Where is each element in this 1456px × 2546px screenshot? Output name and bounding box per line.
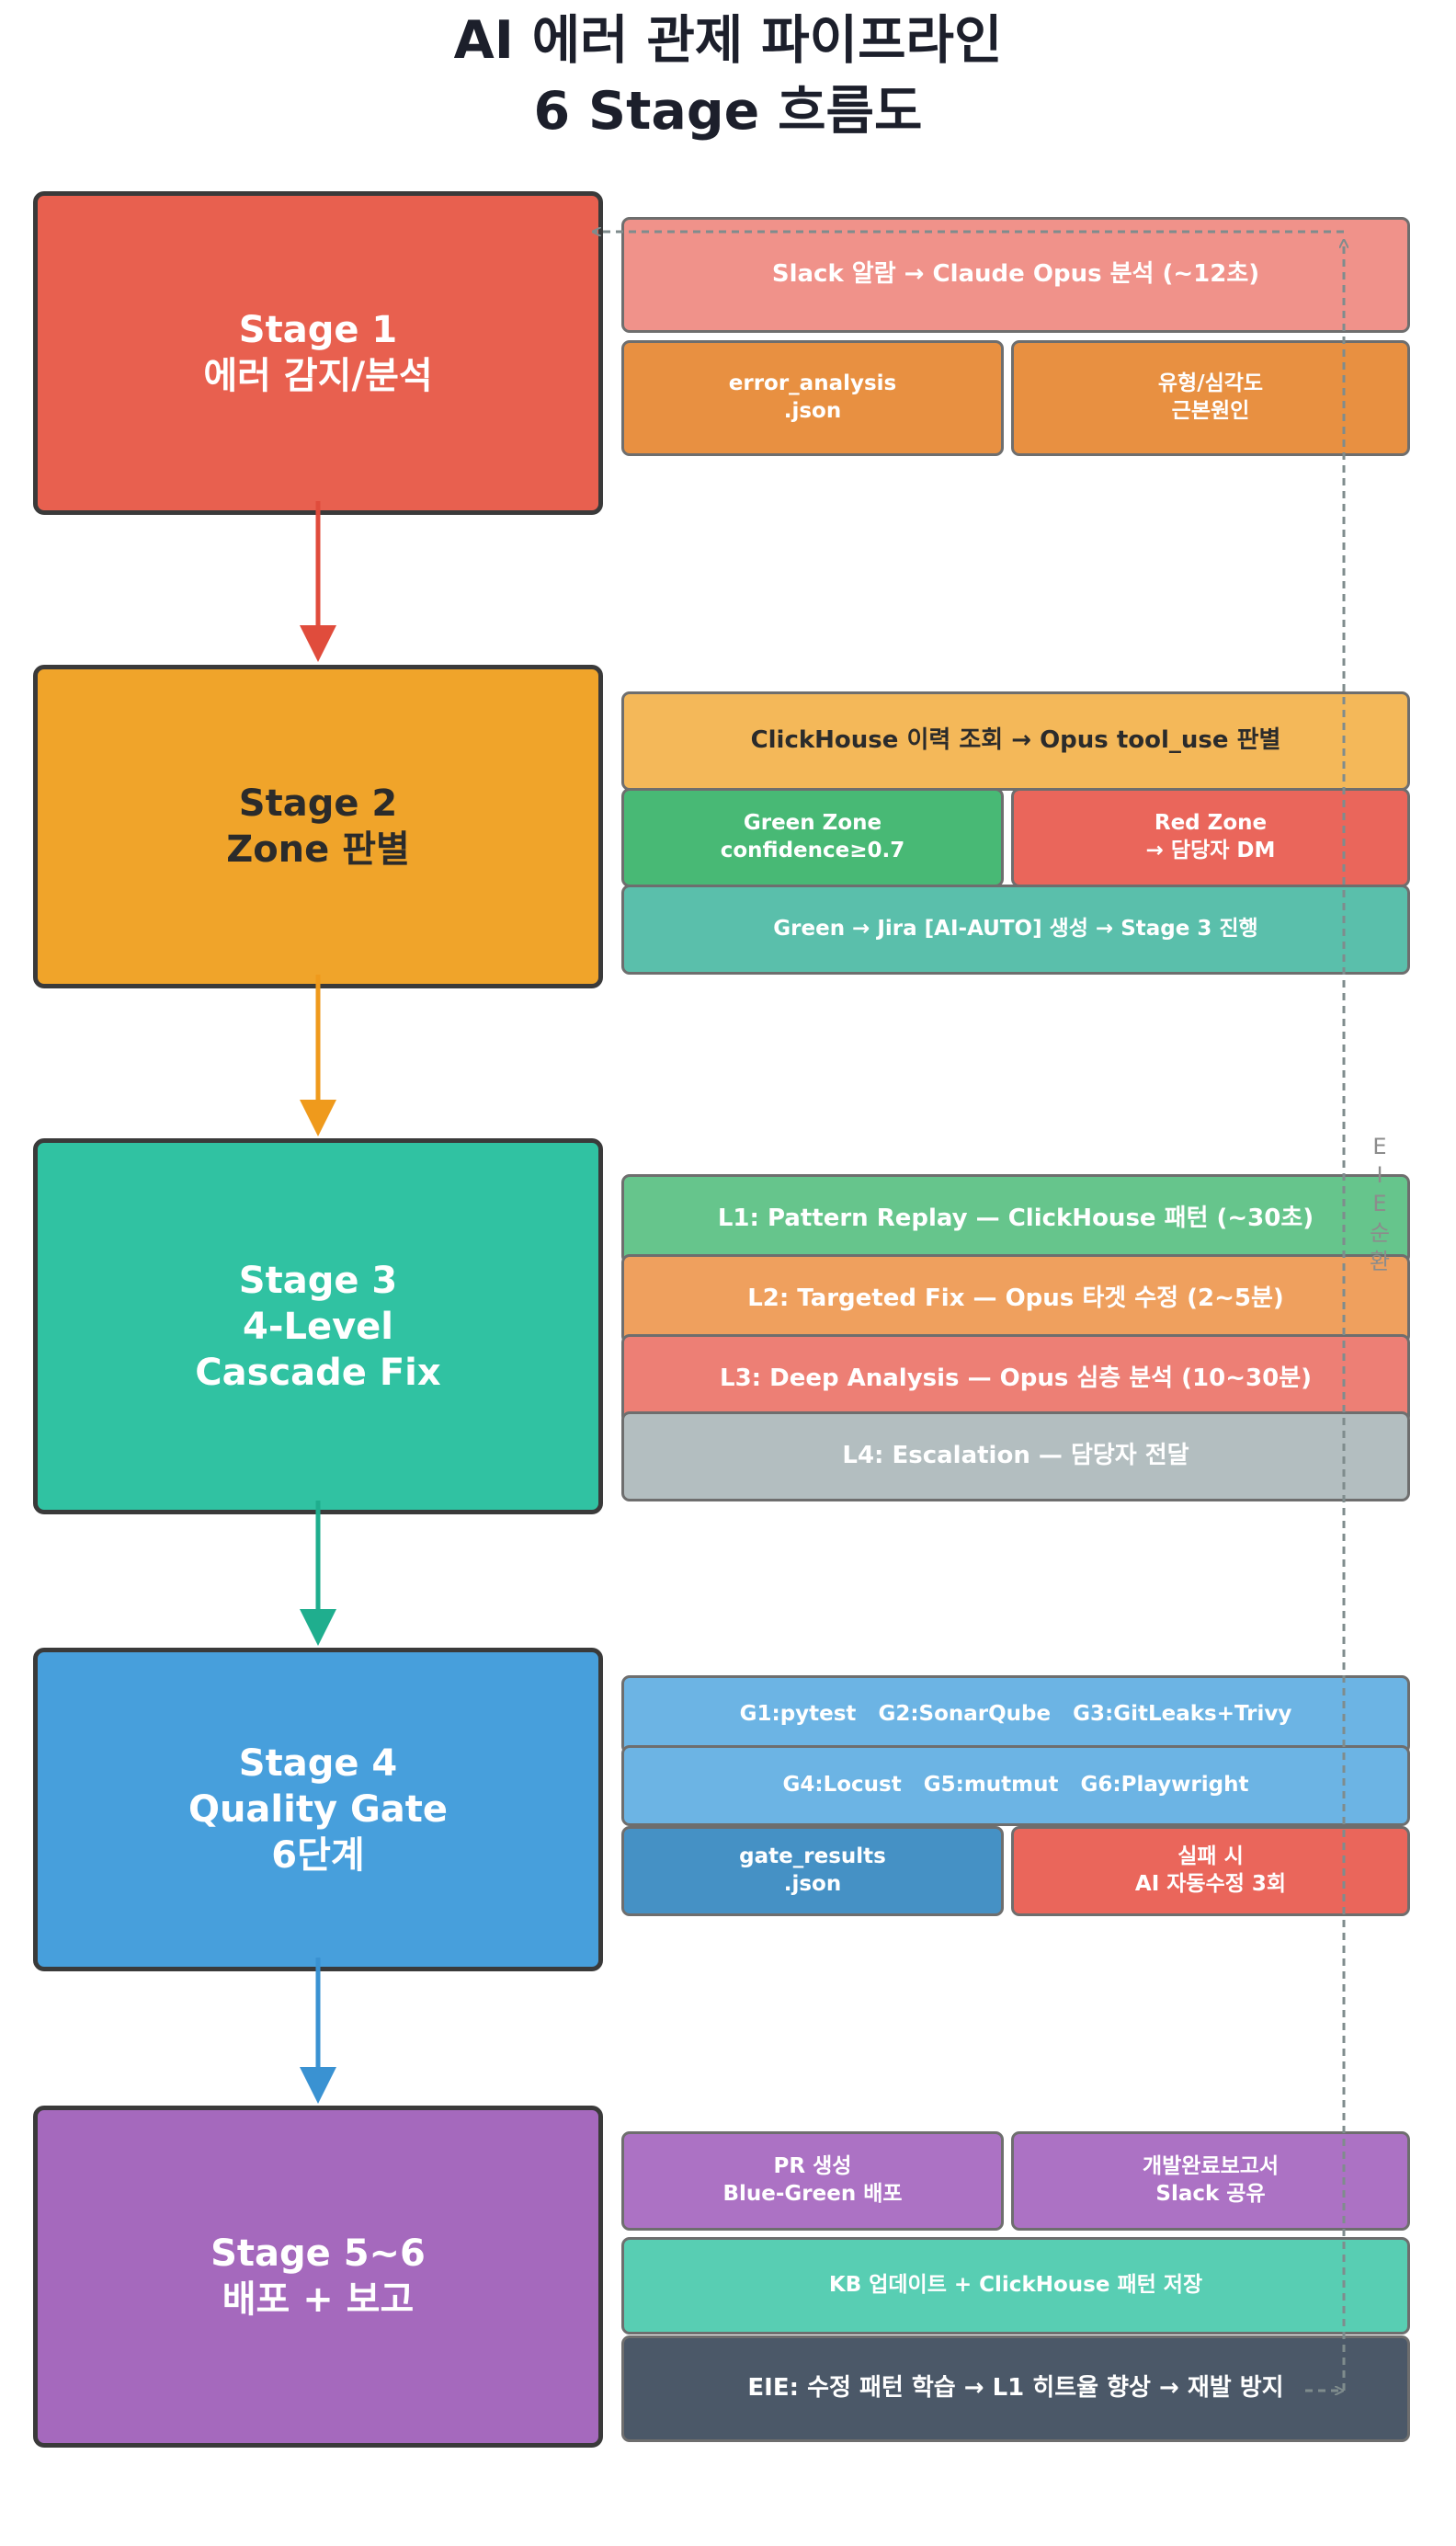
gates-row-2-box: G4:Locust G5:mutmut G6:Playwright	[621, 1745, 1410, 1826]
stage-5-6-subtitle: 배포 + 보고	[222, 2278, 415, 2321]
gates-row-1-box: G1:pytest G2:SonarQube G3:GitLeaks+Trivy	[621, 1675, 1410, 1754]
stage-1-json-line-1: error_analysis	[728, 371, 897, 396]
report-line-1: 개발완료보고서	[1142, 2154, 1280, 2179]
gates-row-2-text: G4:Locust G5:mutmut G6:Playwright	[782, 1773, 1249, 1798]
kb-update-text: KB 업데이트 + ClickHouse 패턴 저장	[828, 2273, 1203, 2298]
eie-loop-label-char-4: 순	[1369, 1219, 1391, 1246]
level-3-text: L3: Deep Analysis — Opus 심층 분석 (10~30분)	[720, 1364, 1312, 1393]
gate-results-box: gate_results .json	[621, 1826, 1004, 1916]
auto-fix-line-2: AI 자동수정 3회	[1134, 1872, 1287, 1896]
eie-loop-label-char-2: I	[1376, 1162, 1383, 1189]
stage-5-6-box: Stage 5~6 배포 + 보고	[33, 2106, 603, 2448]
stage-4-box: Stage 4 Quality Gate 6단계	[33, 1648, 603, 1971]
eie-box: EIE: 수정 패턴 학습 → L1 히트율 향상 → 재발 방지	[621, 2335, 1410, 2442]
level-4-box: L4: Escalation — 담당자 전달	[621, 1411, 1410, 1501]
stage-4-subtitle-2: 6단계	[271, 1834, 365, 1877]
green-zone-line-1: Green Zone	[743, 811, 882, 836]
stage-1-subtitle: 에러 감지/분석	[203, 355, 433, 397]
eie-loop-label-char-3: E	[1372, 1191, 1387, 1217]
stage-3-subtitle-2: Cascade Fix	[195, 1351, 441, 1394]
level-2-text: L2: Targeted Fix — Opus 타겟 수정 (2~5분)	[747, 1284, 1284, 1313]
pr-deploy-box: PR 생성 Blue-Green 배포	[621, 2131, 1004, 2231]
level-1-text: L1: Pattern Replay — ClickHouse 패턴 (~30초…	[717, 1204, 1314, 1233]
level-1-box: L1: Pattern Replay — ClickHouse 패턴 (~30초…	[621, 1174, 1410, 1264]
stage-1-alert-text: Slack 알람 → Claude Opus 분석 (~12초)	[771, 260, 1260, 289]
eie-loop-label-char-5: 환	[1369, 1248, 1391, 1274]
stage-1-type-line-2: 근본원인	[1171, 399, 1250, 423]
report-box: 개발완료보고서 Slack 공유	[1011, 2131, 1410, 2231]
level-4-text: L4: Escalation — 담당자 전달	[842, 1442, 1189, 1470]
title-line-1: AI 에러 관제 파이프라인	[453, 10, 1003, 71]
page-title: AI 에러 관제 파이프라인 6 Stage 흐름도	[0, 6, 1456, 147]
kb-update-box: KB 업데이트 + ClickHouse 패턴 저장	[621, 2237, 1410, 2335]
pr-deploy-line-1: PR 생성	[773, 2154, 852, 2179]
stage-1-type-box: 유형/심각도 근본원인	[1011, 340, 1410, 456]
stage-1-box: Stage 1 에러 감지/분석	[33, 191, 603, 515]
stage-2-title: Stage 2	[238, 782, 398, 825]
stage-2-jira-text: Green → Jira [AI-AUTO] 생성 → Stage 3 진행	[773, 917, 1258, 942]
eie-loop-label-char-1: E	[1372, 1134, 1387, 1159]
pr-deploy-line-2: Blue-Green 배포	[722, 2182, 903, 2206]
auto-fix-line-1: 실패 시	[1177, 1844, 1244, 1869]
eie-loop-label: E I E 순 환	[1366, 1133, 1393, 1276]
red-zone-line-2: → 담당자 DM	[1145, 839, 1276, 862]
stage-2-subtitle: Zone 판별	[226, 828, 410, 871]
stage-2-lookup-text: ClickHouse 이력 조회 → Opus tool_use 판별	[750, 726, 1281, 755]
gates-row-1-text: G1:pytest G2:SonarQube G3:GitLeaks+Trivy	[739, 1702, 1292, 1727]
stage-3-title: Stage 3	[238, 1259, 398, 1302]
stage-1-title: Stage 1	[238, 309, 398, 351]
stage-1-alert-box: Slack 알람 → Claude Opus 분석 (~12초)	[621, 217, 1410, 333]
level-2-box: L2: Targeted Fix — Opus 타겟 수정 (2~5분)	[621, 1254, 1410, 1344]
stage-5-6-title: Stage 5~6	[210, 2232, 426, 2275]
level-3-box: L3: Deep Analysis — Opus 심층 분석 (10~30분)	[621, 1334, 1410, 1424]
eie-text: EIE: 수정 패턴 학습 → L1 히트율 향상 → 재발 방지	[747, 2374, 1284, 2403]
stage-4-title: Stage 4	[238, 1742, 398, 1785]
gate-results-line-1: gate_results	[739, 1844, 886, 1869]
red-zone-line-1: Red Zone	[1154, 811, 1268, 836]
green-zone-line-2: confidence≥0.7	[720, 839, 905, 862]
report-line-2: Slack 공유	[1155, 2182, 1266, 2206]
stage-1-json-box: error_analysis .json	[621, 340, 1004, 456]
title-line-2: 6 Stage 흐름도	[533, 80, 923, 142]
gate-results-line-2: .json	[783, 1872, 842, 1896]
stage-1-type-line-1: 유형/심각도	[1157, 371, 1264, 396]
stage-4-subtitle-1: Quality Gate	[188, 1788, 449, 1831]
stage-3-subtitle-1: 4-Level	[243, 1305, 393, 1348]
stage-2-jira-box: Green → Jira [AI-AUTO] 생성 → Stage 3 진행	[621, 885, 1410, 975]
stage-1-json-line-2: .json	[783, 399, 842, 423]
